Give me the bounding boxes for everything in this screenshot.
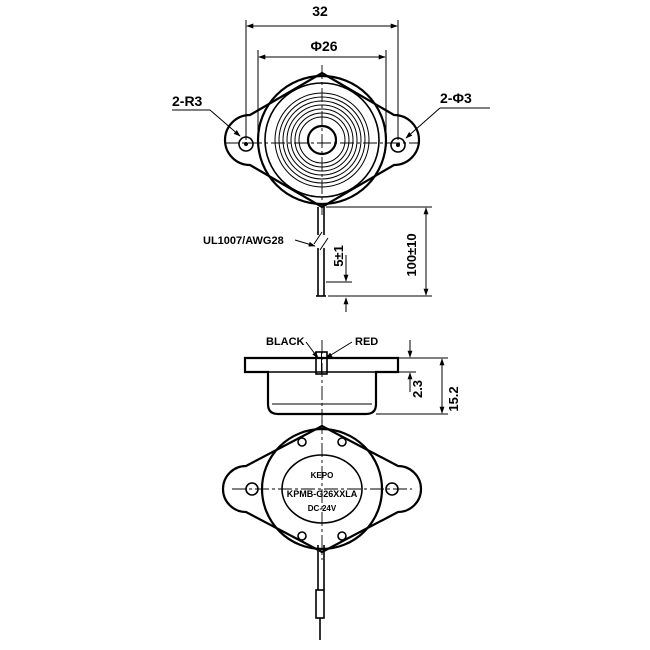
dim-flange-thickness: 2.3 (410, 380, 425, 398)
label-model: KPMB-G26XXLA (287, 489, 358, 499)
side-body-outline (243, 356, 400, 416)
dim-overall-width: 32 (312, 3, 328, 19)
dim-strip-length: 5±1 (331, 245, 346, 267)
bottom-lead-wires (315, 545, 325, 640)
bottom-view: KEPO KPMB-G26XXLA DC-24V (221, 420, 423, 640)
dim-mount-radius: 2-R3 (172, 93, 203, 109)
label-voltage: DC-24V (308, 504, 337, 513)
wire-red-label: RED (355, 336, 378, 348)
top-lead-wires (313, 207, 329, 297)
top-view: 32 Φ26 2-R3 2-Φ3 UL1007/AWG28 5±1 (172, 3, 490, 312)
wire-spec-label: UL1007/AWG28 (203, 235, 284, 247)
side-view: BLACK RED 2.3 15.2 (243, 336, 461, 425)
dim-height: 15.2 (446, 386, 461, 411)
dim-lead-length: 100±10 (404, 233, 419, 276)
wire-black-label: BLACK (266, 336, 305, 348)
label-brand: KEPO (311, 471, 334, 480)
dim-mount-holes: 2-Φ3 (440, 90, 472, 106)
dim-body-diameter: Φ26 (310, 38, 337, 54)
